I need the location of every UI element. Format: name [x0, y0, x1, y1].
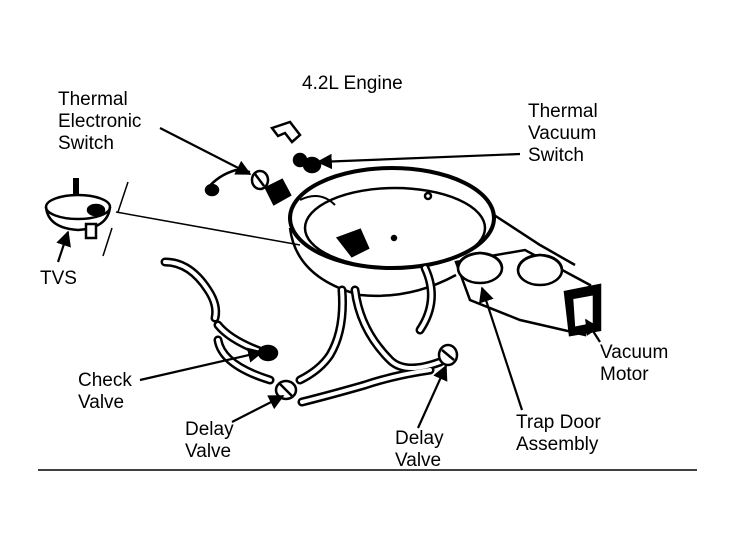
arrow-thermal-electronic-switch — [159, 127, 252, 175]
label-trap-door-assembly: Trap Door Assembly — [516, 412, 601, 455]
arrow-delay-valve-left — [231, 395, 285, 423]
label-delay-valve-right: Delay Valve — [395, 428, 444, 471]
valves — [257, 343, 459, 401]
label-thermal-electronic-switch: Thermal Electronic Switch — [58, 89, 142, 154]
tvs-component — [44, 178, 301, 257]
label-tvs: TVS — [40, 268, 77, 289]
arrow-delay-valve-right — [416, 364, 448, 429]
arrow-tvs — [56, 230, 71, 263]
label-thermal-vacuum-switch: Thermal Vacuum Switch — [528, 101, 598, 166]
label-delay-valve-left: Delay Valve — [185, 419, 234, 462]
page-title: 4.2L Engine — [302, 73, 403, 94]
snorkel-assembly — [454, 248, 602, 337]
arrow-vacuum-motor — [585, 318, 601, 343]
arrow-thermal-vacuum-switch — [316, 152, 521, 170]
leader-arrows — [56, 127, 601, 429]
thermal-switch-parts — [204, 120, 322, 206]
vacuum-hoses — [160, 257, 445, 407]
label-check-valve: Check Valve — [78, 370, 132, 413]
arrow-trap-door-assembly — [479, 286, 524, 411]
label-vacuum-motor: Vacuum Motor — [600, 342, 669, 385]
arrow-check-valve — [139, 347, 264, 382]
